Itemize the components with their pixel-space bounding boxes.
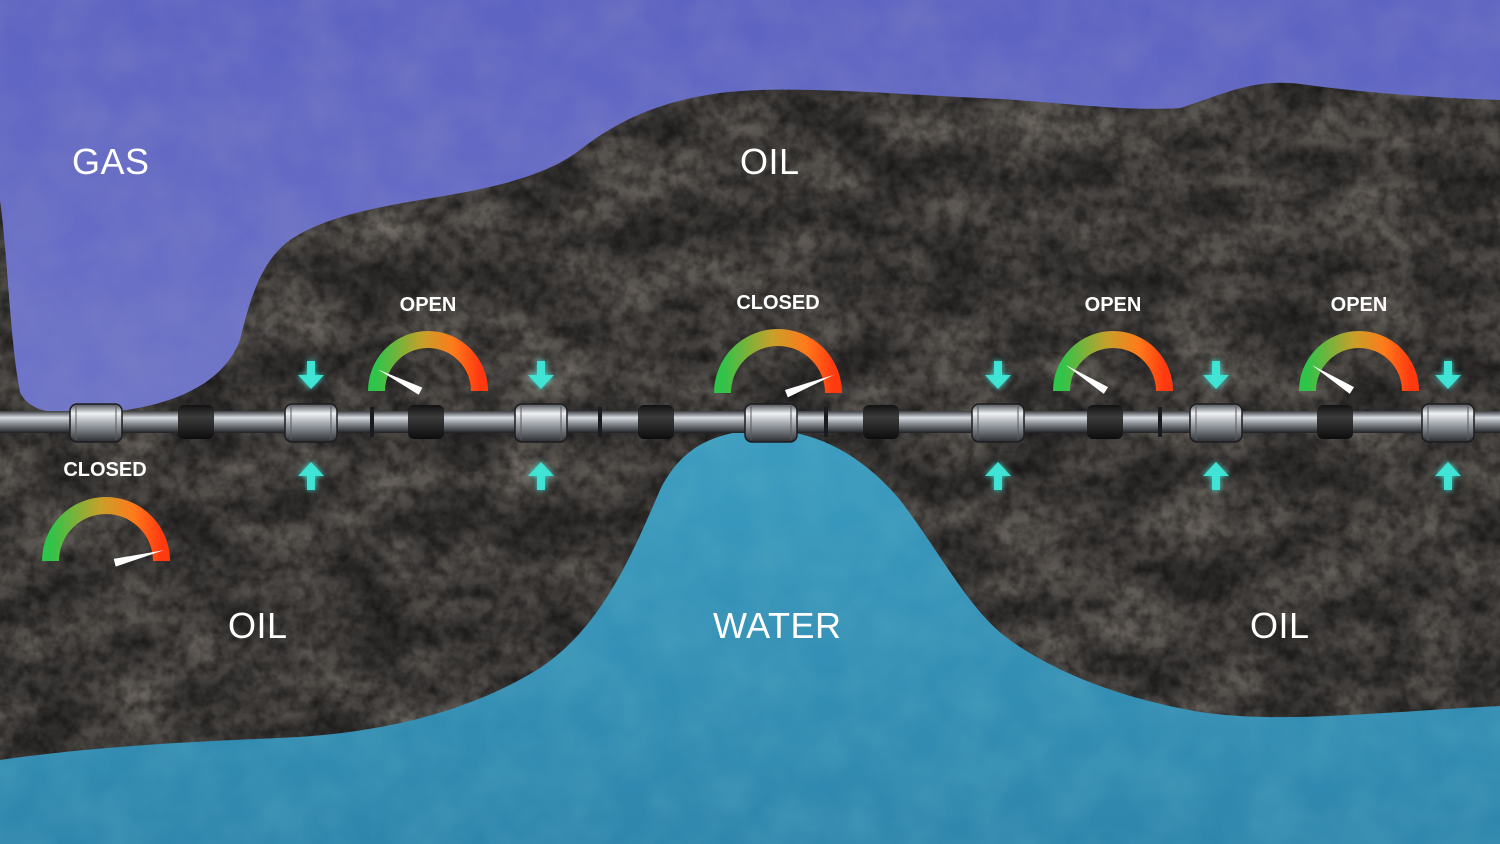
sliding-sleeve-collar bbox=[284, 403, 338, 443]
flow-arrow-down-icon bbox=[985, 361, 1011, 389]
valve-status-label: CLOSED bbox=[63, 459, 146, 481]
gauge-needle bbox=[1065, 364, 1109, 394]
arrow-shaft bbox=[307, 476, 315, 490]
arrow-shaft bbox=[1444, 361, 1452, 375]
zone-label-oil-top: OIL bbox=[740, 141, 800, 182]
pipe-joint bbox=[370, 407, 374, 437]
valve-gauges: CLOSED OPEN CLOSED OPEN OPEN bbox=[42, 292, 1419, 567]
arrow-head bbox=[985, 375, 1011, 389]
valve-status-label: OPEN bbox=[1331, 294, 1388, 316]
gauge-arc bbox=[714, 329, 842, 394]
arrow-shaft bbox=[994, 361, 1002, 375]
packer bbox=[1087, 405, 1123, 439]
packer bbox=[863, 405, 899, 439]
pipe-joint bbox=[1158, 407, 1162, 437]
arrow-shaft bbox=[1444, 476, 1452, 490]
valve-gauge-3: CLOSED bbox=[714, 292, 842, 398]
flow-arrow-up-icon bbox=[985, 462, 1011, 490]
pipe-joint bbox=[824, 407, 828, 437]
zone-label-water: WATER bbox=[713, 605, 841, 646]
arrow-head bbox=[1203, 462, 1229, 476]
sliding-sleeve-collar bbox=[514, 403, 568, 443]
valve-gauge-4: OPEN bbox=[1053, 294, 1173, 394]
flow-arrow-up-icon bbox=[528, 462, 554, 490]
zone-label-gas: GAS bbox=[72, 141, 150, 182]
gas-texture bbox=[0, 0, 1500, 414]
sliding-sleeve-collar bbox=[744, 403, 798, 443]
gauge-arc bbox=[1299, 331, 1419, 392]
gauge-needle bbox=[113, 550, 165, 567]
arrow-shaft bbox=[994, 476, 1002, 490]
zone-label-oil-left: OIL bbox=[228, 605, 288, 646]
sliding-sleeve-collar bbox=[1421, 403, 1475, 443]
gauge-arc bbox=[368, 331, 488, 392]
arrow-shaft bbox=[1212, 476, 1220, 490]
sliding-sleeve-collar bbox=[1189, 403, 1243, 443]
flow-arrow-down-icon bbox=[528, 361, 554, 389]
valve-gauge-5: OPEN bbox=[1299, 294, 1419, 394]
gauge-needle bbox=[784, 374, 834, 398]
arrow-head bbox=[1203, 375, 1229, 389]
flow-arrow-down-icon bbox=[1435, 361, 1461, 389]
flow-arrow-down-icon bbox=[1203, 361, 1229, 389]
valve-gauge-1: CLOSED bbox=[42, 459, 170, 567]
valve-status-label: OPEN bbox=[1085, 294, 1142, 316]
water-texture bbox=[0, 429, 1500, 844]
arrow-head bbox=[1435, 375, 1461, 389]
pipe-joint bbox=[598, 407, 602, 437]
arrow-head bbox=[985, 462, 1011, 476]
well-pipe bbox=[0, 403, 1500, 443]
packer bbox=[408, 405, 444, 439]
valve-status-label: OPEN bbox=[400, 294, 457, 316]
arrow-head bbox=[1435, 462, 1461, 476]
arrow-head bbox=[528, 375, 554, 389]
arrow-head bbox=[528, 462, 554, 476]
sliding-sleeve-collar bbox=[69, 403, 123, 443]
arrow-head bbox=[298, 462, 324, 476]
flow-arrow-up-icon bbox=[1203, 462, 1229, 490]
flow-arrows bbox=[298, 361, 1461, 490]
flow-arrow-up-icon bbox=[298, 462, 324, 490]
flow-arrow-down-icon bbox=[298, 361, 324, 389]
packer bbox=[638, 405, 674, 439]
gauge-needle bbox=[378, 369, 423, 395]
arrow-shaft bbox=[1212, 361, 1220, 375]
arrow-head bbox=[298, 375, 324, 389]
valve-gauge-2: OPEN bbox=[368, 294, 488, 395]
packer bbox=[178, 405, 214, 439]
valve-status-label: CLOSED bbox=[736, 292, 819, 314]
flow-arrow-up-icon bbox=[1435, 462, 1461, 490]
gauge-needle bbox=[1311, 364, 1355, 394]
gauge-arc bbox=[1053, 331, 1173, 392]
arrow-shaft bbox=[537, 476, 545, 490]
arrow-shaft bbox=[307, 361, 315, 375]
gauge-arc bbox=[42, 497, 170, 562]
sliding-sleeve-collar bbox=[971, 403, 1025, 443]
arrow-shaft bbox=[537, 361, 545, 375]
zone-label-oil-right: OIL bbox=[1250, 605, 1310, 646]
packer bbox=[1317, 405, 1353, 439]
